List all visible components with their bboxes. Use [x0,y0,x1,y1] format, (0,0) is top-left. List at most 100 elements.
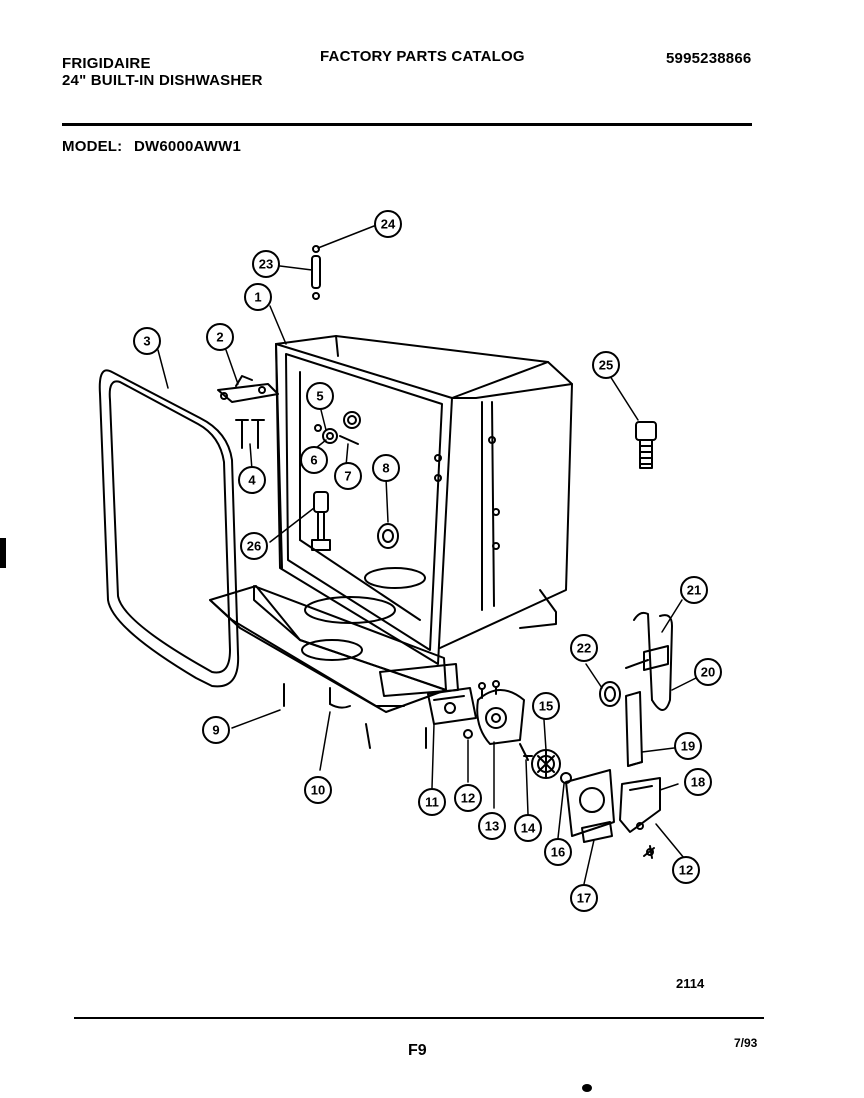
scan-mark-bottom [582,1084,592,1092]
fittings-5-6-7-drawing [314,411,361,445]
callout-1: 1 [244,283,272,311]
callout-number: 21 [687,583,701,598]
callout-number: 4 [248,473,256,488]
callout-circle [514,814,542,842]
callout-number: 9 [212,723,219,738]
callout-circle [454,784,482,812]
callout-number: 24 [381,217,396,232]
part-25-drawing [635,421,657,469]
mounting-plate-17-drawing [565,769,615,843]
callout-number: 22 [577,641,591,656]
callout-number: 23 [259,257,273,272]
callout-19: 19 [674,732,702,760]
callout-17: 17 [570,884,598,912]
drawing-number: 2114 [676,976,705,991]
callout-number: 3 [143,334,150,349]
callout-number: 2 [216,330,223,345]
callout-number: 11 [425,795,439,810]
callout-6: 6 [300,446,328,474]
callout-circle [570,884,598,912]
callout-circle [252,250,280,278]
callout-circle [684,768,712,796]
callout-4: 4 [238,466,266,494]
callout-number: 20 [701,665,715,680]
callout-number: 6 [310,453,317,468]
callout-21: 21 [680,576,708,604]
callout-circle [532,692,560,720]
brand-name: FRIGIDAIRE [62,55,151,72]
callout-number: 17 [577,891,591,906]
hose-20-21-drawing [625,611,673,711]
small-hardware-drawing [463,729,533,761]
callout-circle [694,658,722,686]
callout-circle [238,466,266,494]
base-pan-drawing [209,585,447,713]
impeller-15-drawing [531,749,561,779]
callout-22: 22 [570,634,598,662]
callout-12: 12 [672,856,700,884]
header-divider [62,123,752,126]
screws-4-drawing [235,419,265,449]
product-title: 24" BUILT-IN DISHWASHER [62,72,263,89]
callout-9: 9 [202,716,230,744]
callout-11: 11 [418,788,446,816]
callout-circle [300,446,328,474]
callout-18: 18 [684,768,712,796]
page-number: F9 [408,1042,427,1059]
callout-25: 25 [592,351,620,379]
callout-number: 19 [681,739,695,754]
callout-number: 12 [679,863,693,878]
callout-circle [478,812,506,840]
callout-circle [244,283,272,311]
callout-circle [304,776,332,804]
callout-circle [334,462,362,490]
callout-number: 12 [461,791,475,806]
callout-10: 10 [304,776,332,804]
callout-13: 13 [478,812,506,840]
motor-mount-11-drawing [425,687,477,749]
callout-number: 7 [344,469,351,484]
grommet-22-drawing [599,681,621,707]
callout-circle [544,838,572,866]
callout-number: 13 [485,819,499,834]
callout-14: 14 [514,814,542,842]
callout-26: 26 [240,532,268,560]
callout-number: 18 [691,775,705,790]
callout-circle [372,454,400,482]
callout-8: 8 [372,454,400,482]
callout-circle [374,210,402,238]
loose-screws-drawing [283,683,653,859]
callout-15: 15 [532,692,560,720]
callout-circle [680,576,708,604]
revision-date: 7/93 [734,1036,758,1050]
callout-5: 5 [306,382,334,410]
hinge-bracket-drawing [217,375,279,403]
tub-drawing [253,335,573,697]
footer-divider [74,1017,764,1019]
fill-fitting-8-drawing [377,523,399,549]
pump-housing-13-drawing [476,680,525,745]
callout-12: 12 [454,784,482,812]
callout-circle [672,856,700,884]
door-gasket-drawing [98,369,240,688]
callout-number: 26 [247,539,261,554]
callout-3: 3 [133,327,161,355]
callout-circle [202,716,230,744]
callout-circle [674,732,702,760]
callout-number: 8 [382,461,389,476]
scan-mark-left [0,538,6,568]
callout-circle [418,788,446,816]
callout-number: 16 [551,845,565,860]
catalog-title: FACTORY PARTS CATALOG [320,48,525,65]
callout-circle [306,382,334,410]
callout-number: 25 [599,358,613,373]
catalog-number: 5995238866 [666,50,752,67]
callout-2: 2 [206,323,234,351]
callout-7: 7 [334,462,362,490]
callout-circle [133,327,161,355]
callout-number: 15 [539,699,553,714]
callout-circle [592,351,620,379]
channel-19-drawing [625,691,643,767]
